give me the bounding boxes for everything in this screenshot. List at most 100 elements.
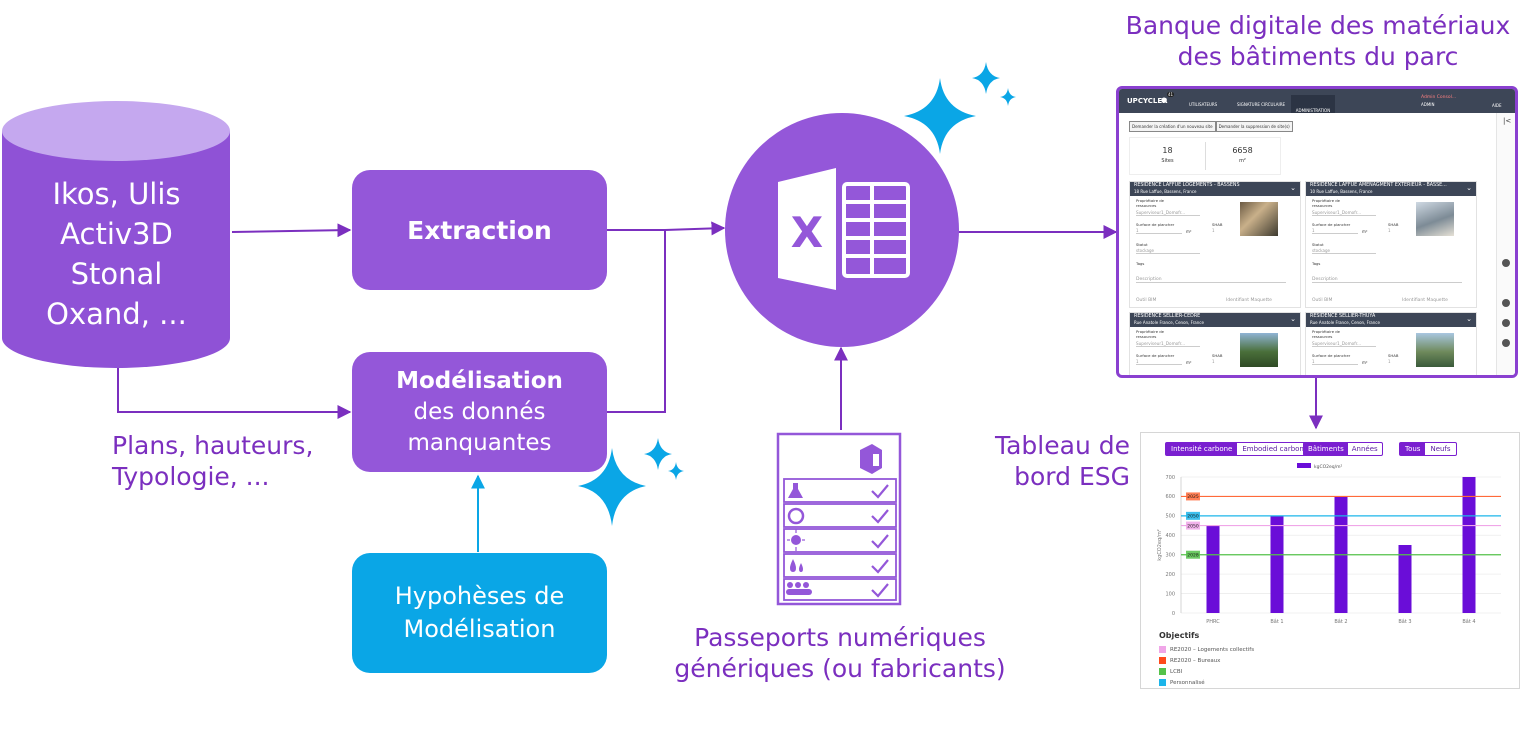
stat-sites-label: Sites: [1161, 158, 1174, 164]
avatar[interactable]: [1502, 259, 1510, 267]
field-surface-label: Surface de plancher: [1136, 353, 1175, 358]
site-card-title: RESIDENCE LAFFUE AMENAGMENT EXTERIEUR - …: [1310, 183, 1447, 188]
reference-label: 2050: [1187, 514, 1199, 520]
objectif-swatch: [1159, 657, 1166, 664]
passeports-label: Passeports numériques génériques (ou fab…: [674, 623, 1006, 684]
objectif-label: RE2020 – Logements collectifs: [1170, 647, 1255, 653]
toggle-neufs[interactable]: Neufs: [1430, 445, 1451, 453]
connector-extraction-to-excel: [607, 221, 726, 413]
objectif-item[interactable]: Personnalisé: [1159, 678, 1254, 688]
field-description[interactable]: Description: [1136, 277, 1286, 283]
site-card-title: RESIDENCE LAFFUE LOGEMENTS - BASSENS: [1134, 183, 1240, 188]
field-maquette[interactable]: Identifiant Maquette: [1226, 298, 1272, 303]
reference-label: 2025: [1187, 494, 1199, 500]
bar: [1462, 477, 1476, 613]
objectif-label: RE2020 – Bureaux: [1170, 658, 1221, 664]
chevron-down-icon[interactable]: ⌄: [1290, 184, 1296, 192]
field-shab-value[interactable]: 1: [1388, 359, 1391, 364]
objectif-item[interactable]: RE2020 – Bureaux: [1159, 656, 1254, 667]
nav-users[interactable]: UTILISATEURS: [1189, 102, 1218, 107]
field-description[interactable]: Description: [1312, 277, 1462, 283]
modelisation-box: Modélisation des donnés manquantes: [352, 352, 607, 472]
nav-admin[interactable]: ADMINISTRATION: [1291, 95, 1335, 113]
field-maquette[interactable]: Identifiant Maquette: [1402, 298, 1448, 303]
source-line-2: Activ3D: [60, 217, 173, 251]
site-card-address: Rue Anatole France, Cenon, France: [1310, 320, 1380, 325]
site-card-address: Rue Anatole France, Cenon, France: [1134, 320, 1204, 325]
hypotheses-line1: Hypohèses de: [394, 582, 565, 610]
avatar[interactable]: [1502, 299, 1510, 307]
y-tick-label: 100: [1165, 591, 1175, 597]
objectifs-title: Objectifs: [1159, 631, 1200, 640]
field-surface-unit: m²: [1362, 229, 1368, 234]
objectif-item[interactable]: RE2020 – Logements collectifs: [1159, 645, 1254, 656]
field-owner-label: Propriétaire de ressources: [1136, 329, 1165, 339]
field-shab-value[interactable]: 1: [1388, 228, 1391, 233]
svg-text:X: X: [791, 208, 823, 257]
objectif-item[interactable]: LCBI: [1159, 667, 1254, 678]
field-shab-value[interactable]: 1: [1212, 228, 1215, 233]
field-surface-value[interactable]: 1: [1312, 228, 1358, 234]
tableau-label: Tableau de bord ESG: [994, 431, 1130, 492]
field-owner-value[interactable]: Superviseur1_Domofr...: [1136, 341, 1200, 347]
app-logo[interactable]: UPCYCLER: [1127, 97, 1168, 105]
chevron-down-icon[interactable]: ⌄: [1466, 184, 1472, 192]
field-surface-value[interactable]: 1: [1136, 359, 1182, 365]
toggle-batiments[interactable]: Bâtiments: [1304, 443, 1348, 455]
field-owner-value[interactable]: Superviseur1_Domofr...: [1312, 210, 1376, 216]
toggle-embodied[interactable]: Embodied carbon: [1242, 445, 1304, 453]
field-surface-value[interactable]: 1: [1136, 228, 1182, 234]
field-shab-value[interactable]: 1: [1212, 359, 1215, 364]
stat-sites-value: 18: [1162, 146, 1173, 155]
hypotheses-line2: Modélisation: [403, 615, 556, 643]
field-surface-value[interactable]: 1: [1312, 359, 1358, 365]
site-card[interactable]: RESIDENCE LAFFUE AMENAGMENT EXTERIEUR - …: [1305, 181, 1477, 308]
collapse-icon[interactable]: |<: [1503, 117, 1512, 125]
delete-site-button[interactable]: Demander la suppression de site(s): [1215, 121, 1293, 132]
field-shab-label: SHAB: [1212, 222, 1223, 227]
site-photo: [1240, 202, 1278, 236]
field-status-value[interactable]: stockage: [1312, 248, 1376, 254]
create-site-button[interactable]: Demander la création d'un nouveau site: [1129, 121, 1216, 132]
field-owner-value[interactable]: Superviseur1_Domofr...: [1136, 210, 1200, 216]
passport-logo-icon: [860, 444, 882, 474]
app-top-bar: UPCYCLER ● 41 UTILISATEURS SIGNATURE CIR…: [1119, 89, 1515, 113]
toggle-tous[interactable]: Tous: [1400, 443, 1426, 455]
field-status-label: Statut: [1312, 242, 1324, 247]
help-label[interactable]: AIDE: [1492, 103, 1502, 108]
avatar[interactable]: [1502, 339, 1510, 347]
toggle-annees[interactable]: Années: [1351, 445, 1378, 453]
toggle-intensite[interactable]: Intensité carbone: [1166, 443, 1238, 455]
field-surface-unit: m²: [1186, 229, 1192, 234]
field-owner-value[interactable]: Superviseur1_Domofr...: [1312, 341, 1376, 347]
field-surface-unit: m²: [1186, 360, 1192, 365]
reference-label: 2028: [1187, 553, 1199, 559]
legend-label: kgCO2eq/m²: [1314, 464, 1343, 470]
field-bim[interactable]: Outil BIM: [1136, 298, 1157, 303]
objectif-label: Personnalisé: [1170, 680, 1205, 686]
esg-bar-chart: kgCO2eq/m²0100200300400500600700kgCO2eq/…: [1157, 463, 1501, 625]
chevron-down-icon[interactable]: ⌄: [1466, 315, 1472, 323]
database-icon: [2, 101, 230, 368]
chevron-down-icon[interactable]: ⌄: [1290, 315, 1296, 323]
app-sidebar: |<: [1496, 113, 1515, 375]
x-tick-label: PHRC: [1206, 619, 1220, 625]
user-name[interactable]: Admin Consol...: [1421, 95, 1457, 100]
x-tick-label: Bât 4: [1462, 618, 1475, 625]
site-card-header[interactable]: RESIDENCE LAFFUE AMENAGMENT EXTERIEUR - …: [1306, 182, 1476, 196]
avatar[interactable]: [1502, 319, 1510, 327]
modelisation-title: Modélisation: [396, 367, 563, 394]
extraction-label: Extraction: [407, 215, 552, 245]
nav-signature[interactable]: SIGNATURE CIRCULAIRE: [1237, 102, 1286, 107]
sparkle-icon: [904, 62, 1016, 154]
field-status-value[interactable]: stockage: [1136, 248, 1200, 254]
bell-icon[interactable]: ●: [1161, 96, 1168, 104]
reference-tag: [1186, 550, 1200, 559]
field-bim[interactable]: Outil BIM: [1312, 298, 1333, 303]
